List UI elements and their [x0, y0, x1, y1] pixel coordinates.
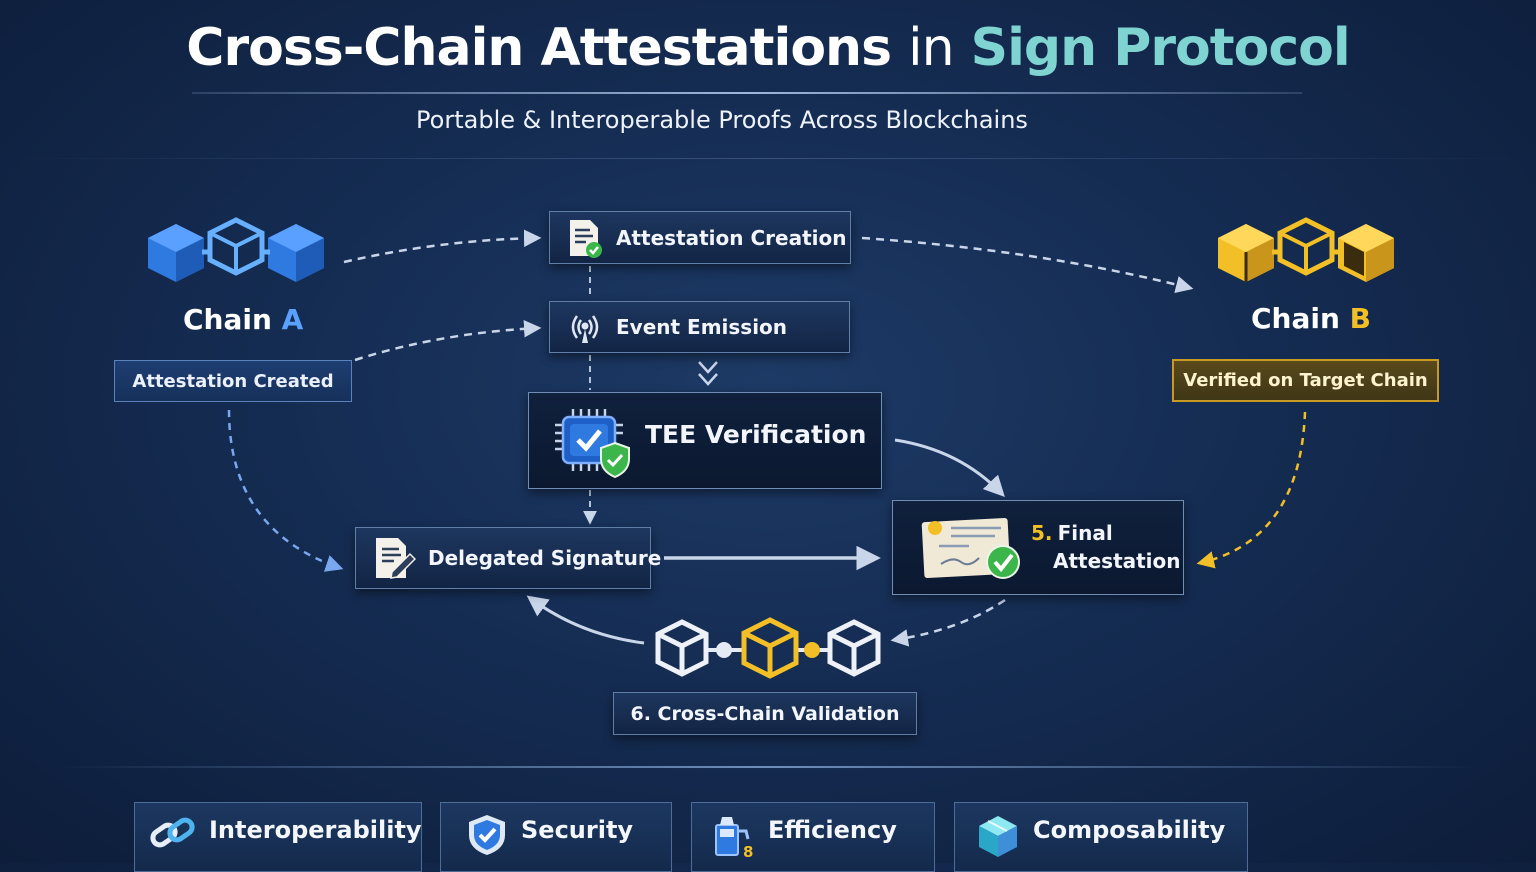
- benefit-efficiency: 8 Efficiency: [691, 802, 935, 872]
- cube-right: [1338, 224, 1394, 282]
- attestation-creation-label: Attestation Creation: [616, 225, 847, 250]
- step-tee-verification: TEE Verification: [528, 392, 882, 489]
- footer-divider: [60, 766, 1476, 768]
- chain-b-blocks-icon: [1214, 216, 1399, 295]
- arrow-validation-to-delegated: [526, 595, 645, 645]
- arrow-chain-a-to-creation: [343, 229, 542, 264]
- header-divider: [0, 158, 1536, 159]
- benefit-interoperability: Interoperability: [134, 802, 422, 872]
- step-final-attestation: 5. Final Attestation: [892, 500, 1184, 595]
- chip-shield-icon: [551, 403, 635, 479]
- step-delegated-signature: Delegated Signature: [355, 527, 661, 589]
- benefit-composability: Composability: [954, 802, 1248, 872]
- step-event-emission: Event Emission: [549, 301, 850, 353]
- cube-left: [148, 224, 204, 282]
- chain-b-status-text: Verified on Target Chain: [1183, 370, 1428, 391]
- step-cross-chain-validation: 6. Cross-Chain Validation: [613, 692, 917, 735]
- page-subtitle: Portable & Interoperable Proofs Across B…: [416, 106, 1028, 134]
- benefit-security-label: Security: [521, 816, 634, 844]
- cube-white-left: [655, 619, 709, 677]
- certificate-check-icon: [919, 512, 1023, 584]
- benefit-efficiency-label: Efficiency: [768, 816, 897, 844]
- arrow-created-to-delegated: [227, 409, 344, 572]
- event-emission-label: Event Emission: [616, 315, 788, 339]
- final-line-1: Final: [1057, 520, 1113, 545]
- step-attestation-creation: Attestation Creation: [549, 211, 851, 264]
- cross-chain-validation-label: 6. Cross-Chain Validation: [630, 702, 900, 725]
- cube-right: [268, 224, 324, 282]
- cube-gold-middle: [741, 617, 799, 679]
- benefit-composability-label: Composability: [1033, 816, 1226, 844]
- cube-white-right: [827, 619, 881, 677]
- svg-text:8: 8: [743, 843, 753, 859]
- validation-blocks-icon: [652, 612, 888, 686]
- chain-a-status-badge: Attestation Created: [114, 360, 352, 402]
- broadcast-icon: [564, 309, 606, 345]
- chain-a-blocks-icon: [144, 216, 329, 295]
- benefit-interoperability-label: Interoperability: [209, 816, 422, 844]
- arrow-creation-to-chain-b: [861, 236, 1194, 294]
- cube-left: [1218, 224, 1274, 282]
- chain-b-status-badge: Verified on Target Chain: [1172, 359, 1439, 402]
- title-main: Cross-Chain Attestations: [186, 18, 892, 78]
- cube-middle: [1277, 217, 1335, 276]
- chevron-emission-to-tee: [698, 361, 718, 386]
- arrow-final-to-validation: [890, 598, 1006, 647]
- chain-a-letter: A: [281, 303, 304, 336]
- chain-b-label: Chain B: [1251, 302, 1371, 335]
- tee-verification-label: TEE Verification: [645, 420, 867, 449]
- chain-b-letter: B: [1349, 302, 1372, 335]
- arrow-verified-to-final: [1196, 411, 1307, 569]
- delegated-signature-label: Delegated Signature: [428, 546, 662, 570]
- final-line-2: Attestation: [1053, 548, 1181, 573]
- title-underline: [192, 92, 1302, 94]
- document-check-icon: [566, 218, 604, 258]
- benefit-security: Security: [440, 802, 672, 872]
- document-sign-icon: [372, 536, 416, 580]
- cube-middle: [207, 217, 265, 276]
- arrow-created-to-emission: [354, 319, 542, 362]
- chain-a-status-text: Attestation Created: [132, 370, 334, 392]
- fuel-pump-icon: 8: [712, 813, 756, 859]
- chain-link-icon: [149, 813, 197, 853]
- chain-a-name: Chain: [183, 303, 272, 336]
- chain-b-name: Chain: [1251, 302, 1340, 335]
- final-step-number: 5.: [1031, 520, 1053, 545]
- shield-check-icon: [465, 813, 509, 857]
- chain-a-label: Chain A: [183, 303, 303, 336]
- final-attestation-text: 5. Final Attestation: [1031, 520, 1181, 576]
- title-highlight: Sign Protocol: [970, 18, 1351, 78]
- title-connector: in: [908, 18, 954, 78]
- cube-icon: [975, 813, 1021, 859]
- page-title: Cross-Chain Attestations in Sign Protoco…: [0, 18, 1536, 78]
- arrow-tee-to-final: [894, 438, 1005, 498]
